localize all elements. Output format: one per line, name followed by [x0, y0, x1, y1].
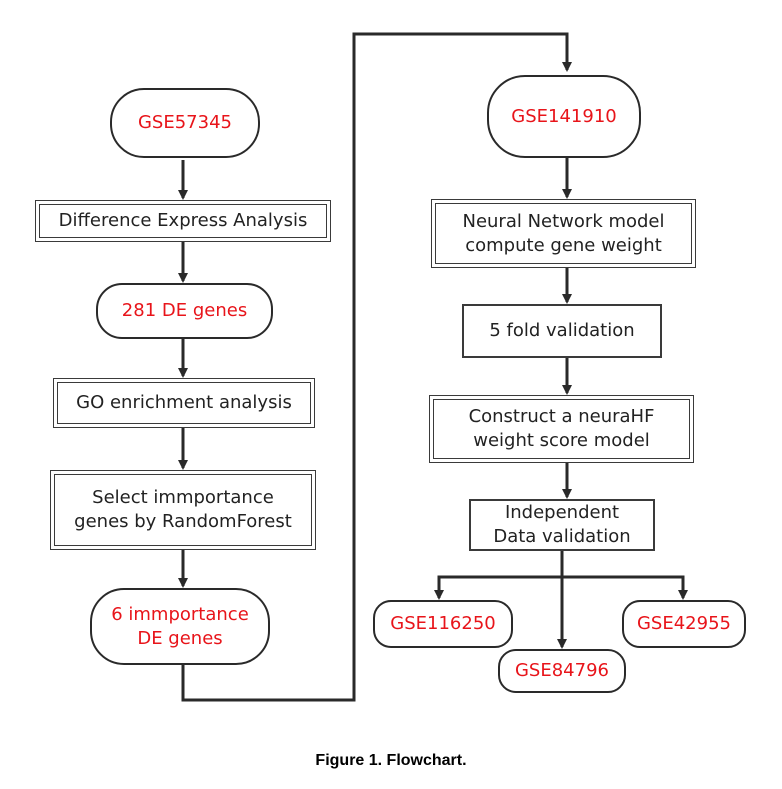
node-neural-network-model-label: Neural Network model compute gene weight: [462, 210, 665, 256]
node-gse116250: GSE116250: [373, 600, 513, 648]
node-5-fold-validation: 5 fold validation: [462, 304, 662, 358]
node-gse141910: GSE141910: [487, 75, 641, 158]
node-difference-express-analysis-label: Difference Express Analysis: [58, 210, 308, 231]
node-go-enrichment-analysis: GO enrichment analysis: [53, 378, 315, 428]
branch-right: [562, 575, 688, 600]
node-go-enrichment-analysis-label: GO enrichment analysis: [76, 392, 292, 413]
node-gse84796-label: GSE84796: [514, 660, 609, 681]
node-gse84796: GSE84796: [498, 649, 626, 693]
node-independent-data-validation-label: Independent Data validation: [493, 502, 631, 547]
node-281-de-genes-label: 281 DE genes: [121, 300, 248, 321]
node-5-fold-validation-label: 5 fold validation: [489, 320, 635, 341]
node-281-de-genes: 281 DE genes: [96, 283, 273, 339]
node-construct-neurahf-model: Construct a neuraHF weight score model: [429, 395, 694, 463]
connector-left-to-right: [181, 32, 572, 702]
node-neural-network-model: Neural Network model compute gene weight: [431, 199, 696, 268]
node-gse141910-label: GSE141910: [511, 105, 617, 127]
node-construct-neurahf-model-label: Construct a neuraHF weight score model: [468, 406, 655, 451]
node-gse116250-label: GSE116250: [390, 613, 496, 634]
node-independent-data-validation: Independent Data validation: [469, 499, 655, 551]
node-6-importance-de-genes-label: 6 immportance DE genes: [111, 603, 249, 649]
node-gse42955-label: GSE42955: [636, 613, 731, 634]
node-select-importance-genes: Select immportance genes by RandomForest: [50, 470, 316, 550]
node-select-importance-genes-label: Select immportance genes by RandomForest: [74, 487, 292, 532]
figure-caption: Figure 1. Flowchart.: [315, 752, 467, 769]
node-gse57345-label: GSE57345: [137, 112, 232, 133]
branch-left: [434, 575, 562, 600]
node-gse57345: GSE57345: [110, 88, 260, 158]
node-difference-express-analysis: Difference Express Analysis: [35, 200, 331, 242]
node-6-importance-de-genes: 6 immportance DE genes: [90, 588, 270, 665]
node-gse42955: GSE42955: [622, 600, 746, 648]
